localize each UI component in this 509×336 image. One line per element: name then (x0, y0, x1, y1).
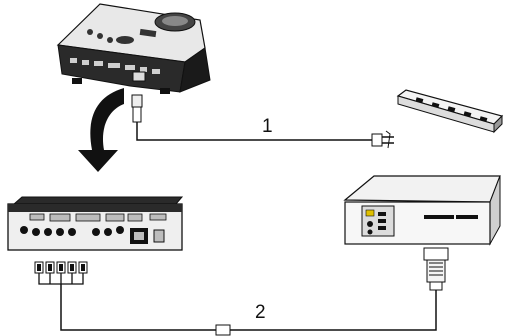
curved-down-arrow-icon (78, 88, 124, 172)
projector-icon (56, 3, 211, 94)
signal-cable (34, 247, 449, 336)
callout-1: 1 (262, 116, 273, 137)
dvd-player-icon (343, 175, 501, 246)
connection-panel-icon (7, 196, 184, 251)
power-strip-icon (396, 89, 504, 134)
callout-2: 2 (255, 302, 266, 323)
power-cable (131, 94, 394, 149)
